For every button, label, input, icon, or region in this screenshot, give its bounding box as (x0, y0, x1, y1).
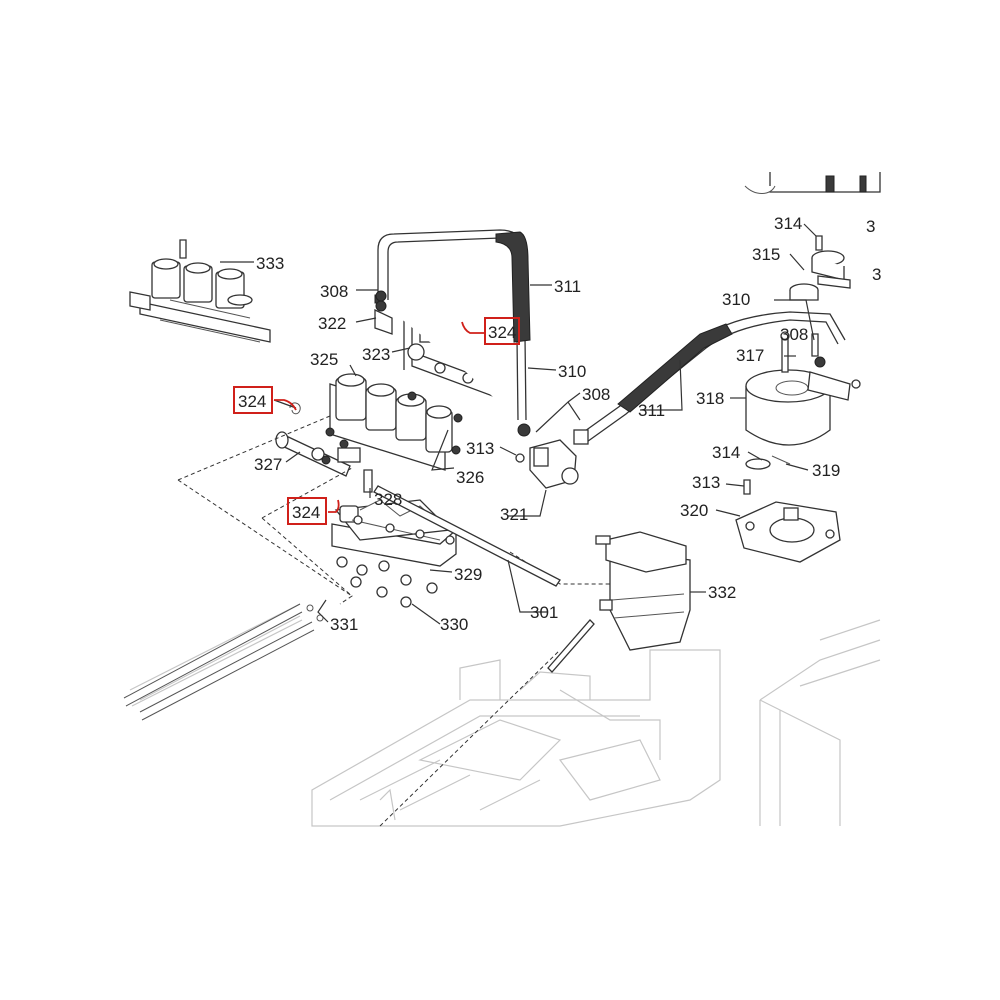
callout-318: 318 (696, 389, 724, 408)
callout-314-low: 314 (712, 443, 740, 462)
callout-310-right: 310 (722, 290, 750, 309)
solenoid-valve-assembly-333 (129, 239, 271, 343)
callout-323: 323 (362, 345, 390, 364)
callout-331: 331 (330, 615, 358, 634)
upper-right-housing-fragment (744, 172, 881, 194)
solenoid-valves-325 (329, 373, 463, 471)
rod-301 (373, 485, 561, 587)
callout-332: 332 (708, 583, 736, 602)
callout-317: 317 (736, 346, 764, 365)
callout-324-top: 324 (488, 323, 516, 342)
callout-329: 329 (454, 565, 482, 584)
callout-311-right: 311 (638, 401, 665, 420)
callout-333: 333 (256, 254, 284, 273)
callout-314-top: 314 (774, 214, 802, 233)
callout-308-right: 308 (780, 325, 808, 344)
callout-310: 310 (558, 362, 586, 381)
callout-308-mid: 308 (582, 385, 610, 404)
callout-301: 301 (530, 603, 558, 622)
callout-3-top: 3 (866, 217, 875, 236)
hose-311-right (573, 311, 846, 445)
callout-325: 325 (310, 350, 338, 369)
mount-320 (735, 501, 841, 563)
small-parts-319 (743, 455, 791, 495)
tank-332 (595, 531, 691, 651)
callout-313-right: 313 (692, 473, 720, 492)
leader-lines (220, 223, 817, 625)
callout-324-low: 324 (292, 503, 320, 522)
callout-311: 311 (554, 277, 581, 296)
callout-320: 320 (680, 501, 708, 520)
boiler-318 (745, 333, 861, 446)
callout-321: 321 (500, 505, 528, 524)
pump-321 (515, 439, 579, 489)
callout-326: 326 (456, 468, 484, 487)
callout-330: 330 (440, 615, 468, 634)
highlight-leaders-324 (274, 321, 484, 513)
screws-330 (336, 556, 438, 608)
rod-301b (547, 619, 595, 673)
callout-308: 308 (320, 282, 348, 301)
background-housing (129, 603, 881, 827)
callout-315: 315 (752, 245, 780, 264)
callout-328: 328 (374, 490, 402, 509)
highlight-box-324-left (233, 386, 273, 414)
callout-313: 313 (466, 439, 494, 458)
highlight-box-324-top (484, 317, 520, 345)
tubes-331 (123, 603, 324, 721)
thermostats-314-315 (780, 235, 851, 373)
callout-322: 322 (318, 314, 346, 333)
callout-319: 319 (812, 461, 840, 480)
highlight-box-324-low (287, 497, 327, 525)
tube-assembly-327 (275, 427, 361, 477)
hose-310-311 (375, 229, 531, 437)
assembly-guide-lines (177, 415, 610, 827)
callout-3-mid: 3 (872, 265, 881, 284)
callout-labels: 333 308 322 324 323 311 310 325 324 308 … (233, 214, 881, 634)
callout-327: 327 (254, 455, 282, 474)
callout-324-left: 324 (238, 392, 266, 411)
